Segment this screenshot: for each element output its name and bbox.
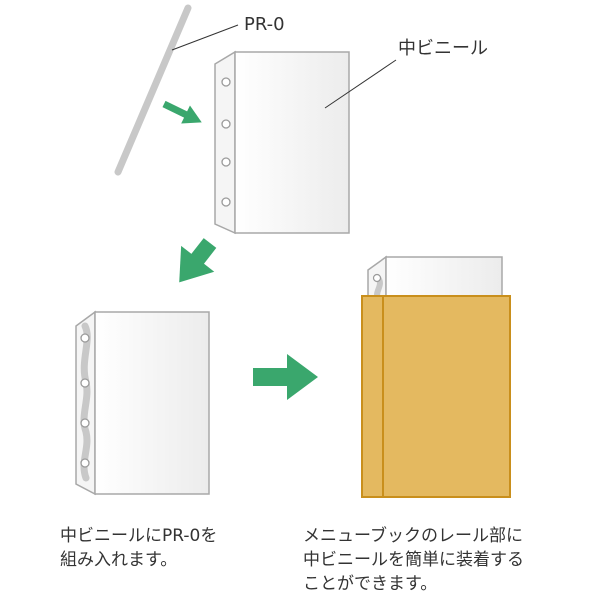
caption-step1-line2: 組み入れます。 (60, 550, 178, 570)
caption-step2-line3: ことができます。 (303, 574, 438, 594)
down-arrow (179, 238, 217, 283)
caption-step1: 中ビニールにPR-0を 組み入れます。 (60, 524, 217, 572)
menu-book (361, 295, 511, 498)
binder-hole (221, 157, 231, 167)
binder-hole (221, 119, 231, 129)
binder-hole (80, 418, 90, 428)
pr0-label: PR-0 (244, 14, 285, 35)
vinyl-sheet-assembled (75, 310, 210, 496)
binder-hole (221, 77, 231, 87)
sheet-leader-line (324, 59, 397, 109)
right-arrow (253, 354, 318, 400)
binder-hole (80, 458, 90, 468)
caption-step2: メニューブックのレール部に 中ビニールを簡単に装着する ことができます。 (303, 524, 524, 596)
vinyl-sheet-top (214, 50, 350, 235)
vinyl-sheet-in-book (367, 255, 503, 301)
caption-step1-line1: 中ビニールにPR-0を (60, 526, 218, 546)
pr0-rod-inserted (80, 322, 91, 482)
binder-hole (221, 197, 231, 207)
binder-hole (80, 333, 90, 343)
caption-step2-line1: メニューブックのレール部に (303, 526, 523, 546)
pr0-rod (114, 4, 192, 176)
binder-hole (80, 378, 90, 388)
pr0-leader-line (171, 24, 239, 51)
insert-arrow (162, 100, 202, 124)
sheet-label: 中ビニール (398, 38, 488, 59)
caption-step2-line2: 中ビニールを簡単に装着する (303, 550, 524, 570)
